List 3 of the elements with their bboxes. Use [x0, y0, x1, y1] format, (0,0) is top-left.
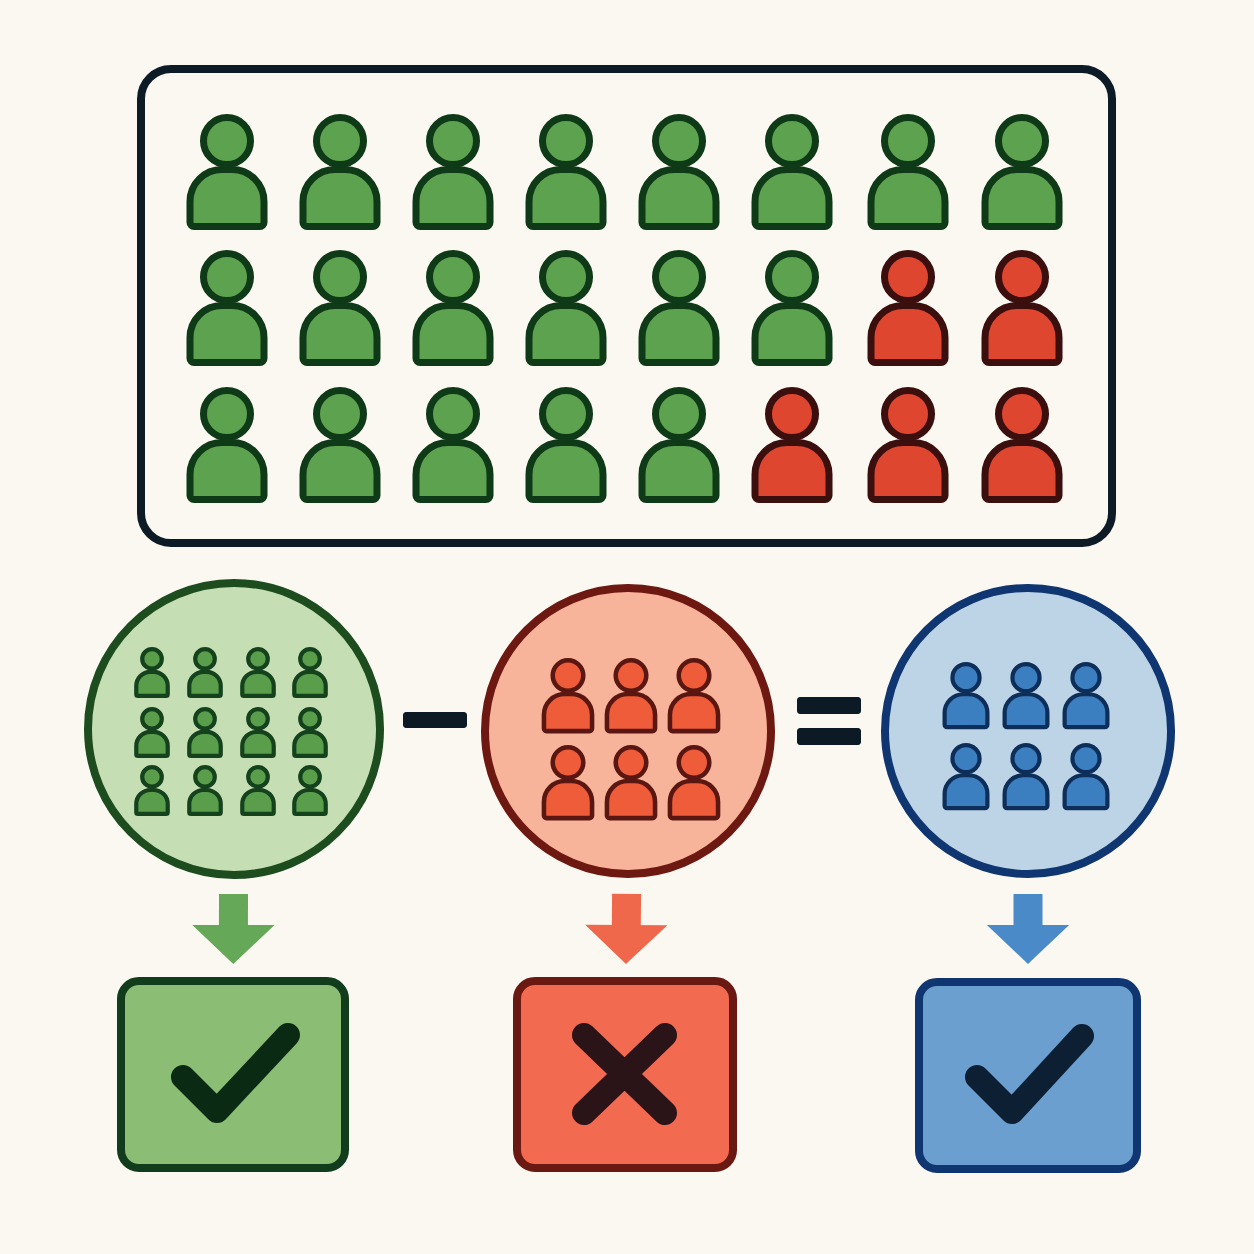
result-box: [117, 977, 349, 1172]
result-box: [915, 978, 1141, 1173]
group-frame: [137, 65, 1116, 547]
